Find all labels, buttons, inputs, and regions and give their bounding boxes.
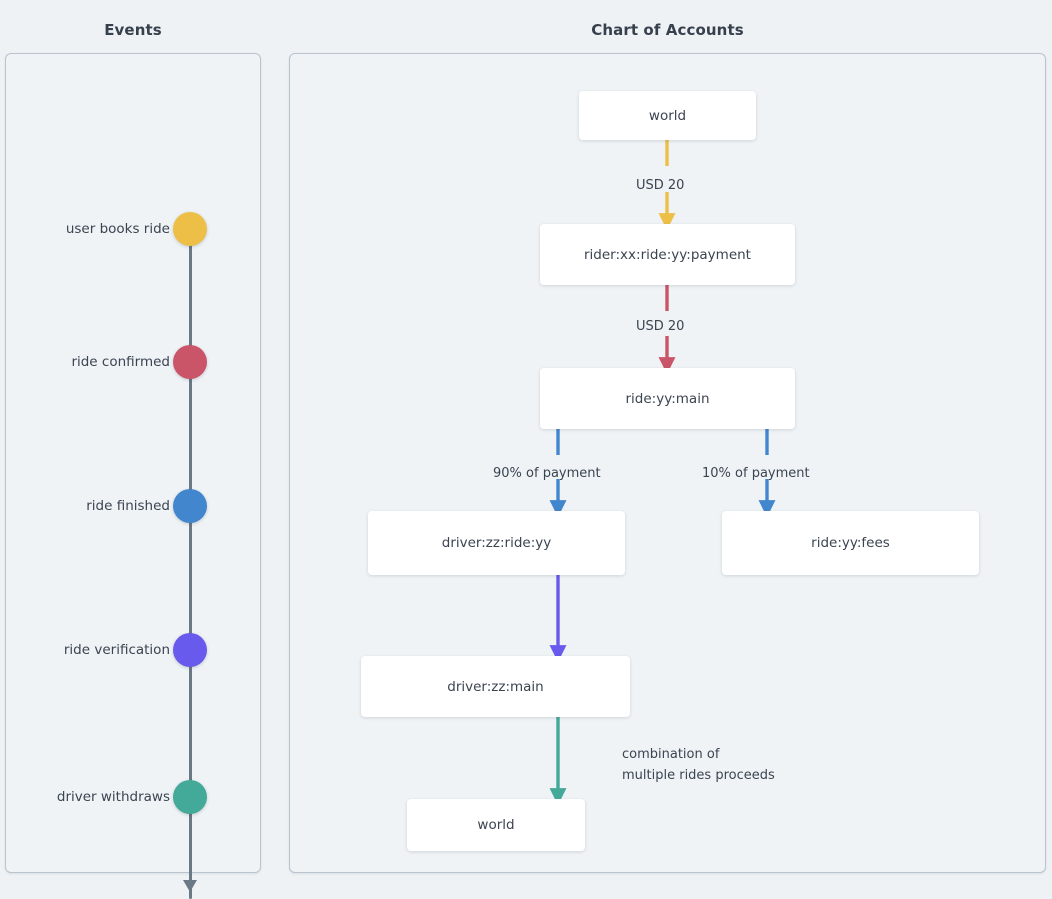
account-box-rider-payment[interactable]: rider:xx:ride:yy:payment: [540, 224, 795, 285]
event-label: ride finished: [86, 498, 170, 514]
account-box-world-top[interactable]: world: [579, 91, 756, 140]
event-node-dot[interactable]: [173, 345, 207, 379]
event-row[interactable]: user books ride: [6, 212, 260, 246]
account-box-label: rider:xx:ride:yy:payment: [584, 246, 751, 263]
account-box-driver-main[interactable]: driver:zz:main: [361, 656, 630, 717]
event-node-dot[interactable]: [173, 212, 207, 246]
events-panel: user books ride ride confirmed ride finish…: [5, 53, 261, 899]
event-label: user books ride: [65, 221, 170, 237]
account-box-label: driver:zz:ride:yy: [441, 535, 552, 551]
flow-edge-label: combination of multiple rides proceeds: [622, 747, 775, 783]
flow-edge-label: USD 20: [636, 178, 685, 193]
event-row[interactable]: ride confirmed: [6, 345, 260, 379]
account-box-ride-fees[interactable]: ride:yy:fees: [722, 511, 979, 575]
event-row[interactable]: ride finished: [6, 489, 260, 523]
account-box-label: ride:yy:fees: [811, 535, 890, 551]
event-label: driver withdraws: [56, 789, 170, 805]
account-box-label: ride:yy:main: [625, 390, 710, 407]
accounts-panel: [289, 53, 1046, 873]
event-row[interactable]: driver withdraws: [6, 780, 260, 814]
event-label: ride verification: [63, 642, 170, 658]
flow-edge-label: 90% of payment: [493, 466, 601, 481]
event-node-dot[interactable]: [173, 633, 207, 667]
events-panel-title: Events: [104, 21, 162, 39]
flow-edge-label: USD 20: [636, 319, 685, 334]
accounts-panel-title: Chart of Accounts: [591, 21, 744, 39]
account-box-label: world: [648, 107, 687, 124]
account-box-label: world: [477, 817, 515, 833]
event-node-dot[interactable]: [173, 780, 207, 814]
account-box-ride-main[interactable]: ride:yy:main: [540, 368, 795, 429]
account-box-driver-ride[interactable]: driver:zz:ride:yy: [368, 511, 625, 575]
account-box-label: driver:zz:main: [447, 678, 544, 695]
flow-edge-label: 10% of payment: [702, 466, 810, 481]
account-box-world-bottom[interactable]: world: [407, 799, 585, 851]
event-label: ride confirmed: [71, 354, 170, 370]
event-node-dot[interactable]: [173, 489, 207, 523]
timeline-axis: [189, 244, 192, 899]
event-row[interactable]: ride verification: [6, 633, 260, 667]
